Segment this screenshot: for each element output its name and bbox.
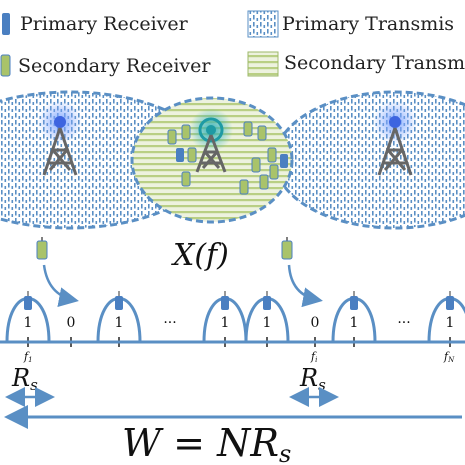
rs-label-right: Rs — [299, 364, 326, 394]
subcarrier-value-label: 1 — [446, 315, 455, 331]
mapping-arrows: X(f) — [36, 237, 323, 308]
arrow-to-subcarrier-left — [42, 264, 79, 307]
primary-transmitter-swatch — [247, 10, 279, 38]
primary-receiver-icon — [176, 148, 184, 162]
secondary-transmitter-swatch — [247, 51, 279, 77]
primary-coverage-right — [273, 90, 465, 230]
primary-receiver-icon — [350, 296, 358, 310]
subcarrier-value-label: 1 — [115, 315, 124, 331]
subcarrier-value-label: 0 — [67, 315, 76, 331]
secondary-tower-icon — [189, 108, 233, 173]
primary-receiver-icon — [2, 13, 10, 35]
secondary-receiver-icon — [239, 179, 249, 195]
tick-label-fN: fN — [443, 350, 455, 364]
primary-tower-left-icon — [38, 100, 82, 176]
legend-primary-receiver: Primary Receiver — [2, 13, 189, 35]
subcarrier-value-label: 1 — [263, 315, 272, 331]
primary-tower-right-icon — [373, 100, 417, 176]
primary-receiver-icon — [24, 296, 32, 310]
secondary-receiver-icon — [36, 240, 48, 260]
bandwidth-label: W = NRs — [122, 421, 291, 465]
legend-primary-receiver-label: Primary Receiver — [20, 13, 189, 35]
spectrum-label: X(f) — [171, 238, 229, 273]
legend-secondary-transmitter-label: Secondary Transm — [284, 52, 465, 74]
secondary-receiver-icon — [257, 125, 267, 141]
secondary-receiver-marker-left — [36, 237, 48, 260]
coverage-map — [0, 90, 465, 230]
secondary-receiver-icon — [259, 174, 269, 190]
legend-secondary-transmitter: Secondary Transm — [247, 51, 465, 77]
subcarrier-value-label: 1 — [24, 315, 33, 331]
subcarrier-value-label: ··· — [397, 315, 410, 331]
secondary-receiver-icon — [281, 240, 293, 260]
legend-primary-transmitter: Primary Transmis — [247, 10, 454, 38]
subcarrier-value-label: ··· — [163, 315, 176, 331]
secondary-receiver-icon — [267, 147, 277, 163]
legend: Primary Receiver Secondary Receiver Prim… — [0, 10, 465, 77]
secondary-receiver-icon — [181, 124, 191, 140]
tick-label-f1: f1 — [23, 350, 33, 364]
primary-receiver-icon — [221, 296, 229, 310]
secondary-receiver-icon — [181, 171, 191, 187]
frequency-axis: f1 fi fN — [0, 340, 465, 364]
tick-label-fi: fi — [310, 350, 317, 364]
symbol-rate-annotations: Rs Rs — [5, 364, 339, 407]
primary-receiver-icon — [115, 296, 123, 310]
subcarrier-value-label: 1 — [350, 315, 359, 331]
primary-receiver-icon — [280, 154, 288, 168]
primary-receiver-icon — [446, 296, 454, 310]
legend-secondary-receiver: Secondary Receiver — [0, 54, 211, 77]
subcarrier-value-label: 1 — [221, 315, 230, 331]
bandwidth-annotation: W = NRs — [4, 405, 462, 465]
secondary-receiver-icon — [187, 147, 197, 163]
legend-primary-transmitter-label: Primary Transmis — [282, 13, 454, 35]
primary-receiver-icon — [263, 296, 271, 310]
secondary-receiver-marker-right — [281, 237, 293, 260]
arrow-to-subcarrier-right — [287, 264, 323, 308]
secondary-receiver-icon — [269, 164, 279, 180]
subcarrier-value-label: 0 — [311, 315, 320, 331]
subcarrier-spectrum: 1 0 1 ··· 1 1 0 1 ··· 1 — [5, 291, 465, 347]
receiver-cluster — [167, 121, 288, 195]
secondary-receiver-icon — [243, 121, 253, 137]
secondary-receiver-icon — [0, 54, 11, 77]
secondary-receiver-icon — [251, 157, 261, 173]
secondary-receiver-icon — [167, 129, 177, 145]
legend-secondary-receiver-label: Secondary Receiver — [18, 55, 211, 77]
rs-label-left: Rs — [11, 364, 38, 394]
